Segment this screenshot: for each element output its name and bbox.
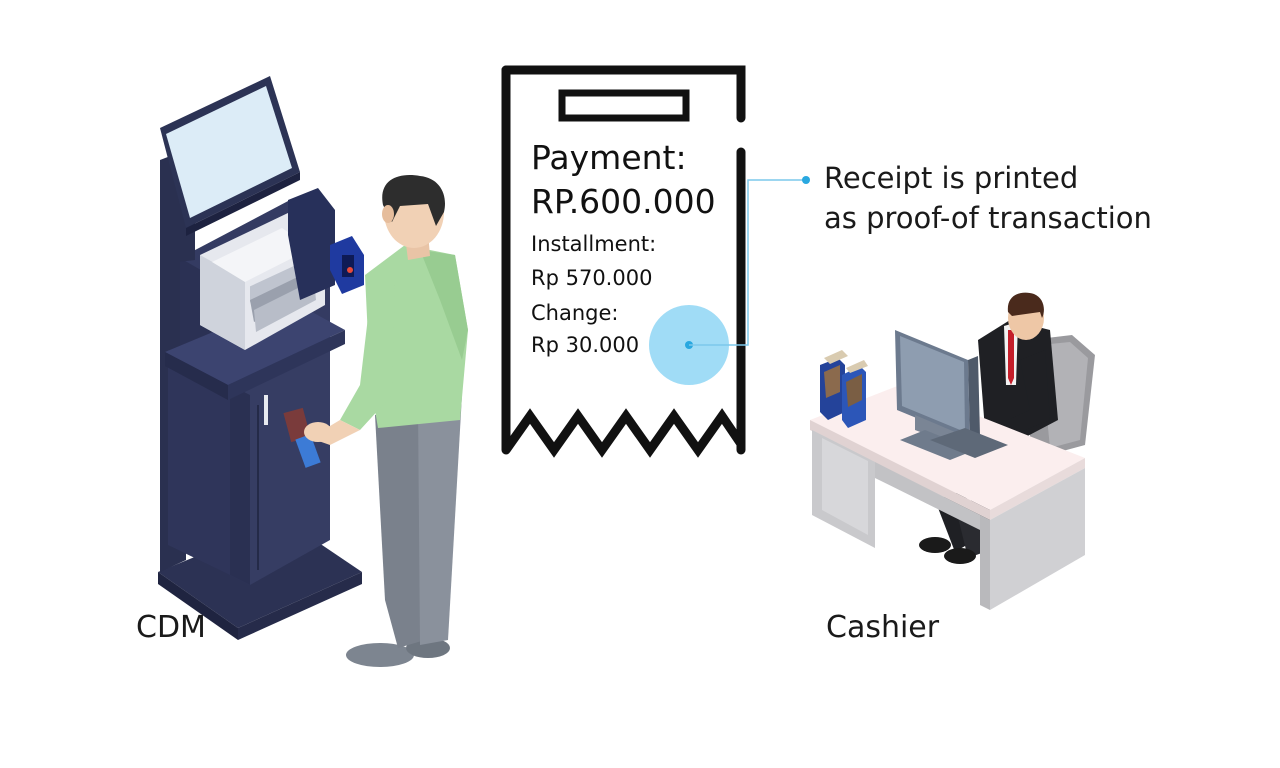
receipt-change-amount: Rp 30.000: [531, 333, 640, 357]
receipt-icon: [501, 65, 746, 458]
receipt-payment-amount: RP.600.000: [531, 182, 716, 221]
receipt-installment-label: Installment:: [531, 232, 657, 256]
receipt-payment-label: Payment:: [531, 138, 687, 177]
cdm-kiosk-illustration: [158, 76, 364, 640]
receipt-change-label: Change:: [531, 301, 619, 325]
receipt-installment-amount: Rp 570.000: [531, 266, 653, 290]
cashier-label: Cashier: [826, 610, 940, 645]
callout-dot: [802, 176, 810, 184]
customer-illustration: [283, 175, 468, 667]
cashier-illustration: [810, 292, 1095, 610]
cdm-label: CDM: [136, 610, 206, 645]
receipt-callout: Receipt is printed as proof-of transacti…: [824, 158, 1152, 238]
callout-line-2: as proof-of transaction: [824, 201, 1152, 235]
callout-connector: [689, 179, 806, 346]
callout-line-1: Receipt is printed: [824, 161, 1079, 195]
